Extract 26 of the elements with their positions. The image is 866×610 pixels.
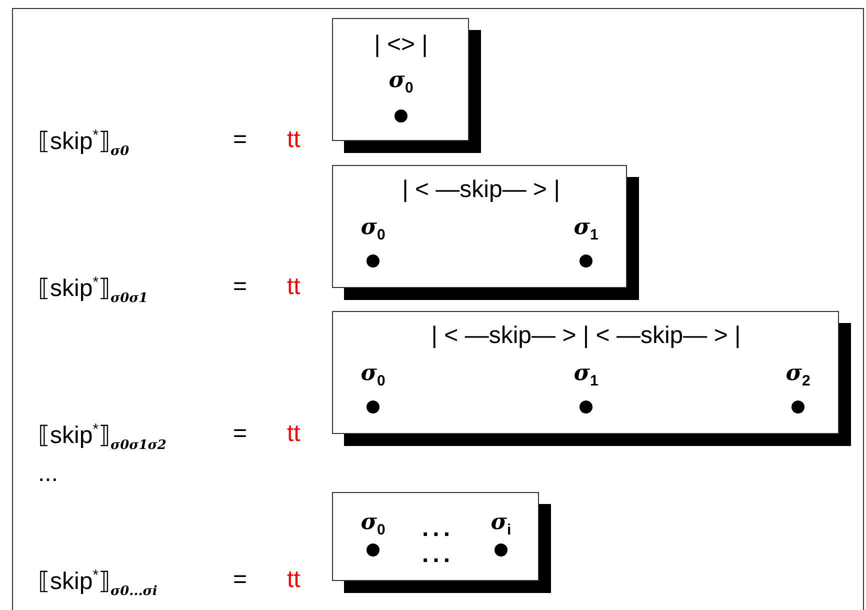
formula: ⟦skip$^{*}$⟧$_{σ0σ1}$ (38, 275, 148, 305)
state-label: σ$_{0}$ (360, 216, 386, 242)
state-label: σ$_{0}$ (360, 511, 386, 538)
formula: ⟦skip$^{*}$⟧$_{σ0}$ (38, 128, 130, 158)
trace-label: | <> | (374, 33, 428, 57)
ellipsis: ... (422, 543, 454, 567)
truth-value: tt (287, 422, 300, 446)
formula: ⟦skip$^{*}$⟧$_{σ0σ1σ2}$ (38, 422, 166, 452)
trace-label: | < —skip— > | (402, 178, 560, 202)
state-label: σ$_{0}$ (388, 69, 414, 96)
trace-label: | < —skip— > | < —skip— > | (431, 324, 741, 348)
equals-sign: = (233, 422, 248, 446)
state-label: σ$_{2}$ (786, 362, 810, 388)
ellipsis: ... (38, 462, 58, 486)
truth-value: tt (287, 275, 300, 299)
equals-sign: = (233, 275, 248, 299)
ellipsis: ... (422, 517, 454, 541)
truth-value: tt (287, 128, 300, 152)
state-label: σ$_{1}$ (574, 362, 598, 388)
state-label: σ$_{1}$ (574, 216, 598, 242)
formula: ⟦skip$^{*}$⟧$_{σ0...σi}$ (38, 568, 158, 598)
equals-sign: = (233, 128, 248, 152)
state-label: σ$_{i}$ (490, 511, 512, 538)
truth-value: tt (287, 568, 300, 592)
equals-sign: = (233, 568, 248, 592)
state-label: σ$_{0}$ (360, 362, 386, 388)
